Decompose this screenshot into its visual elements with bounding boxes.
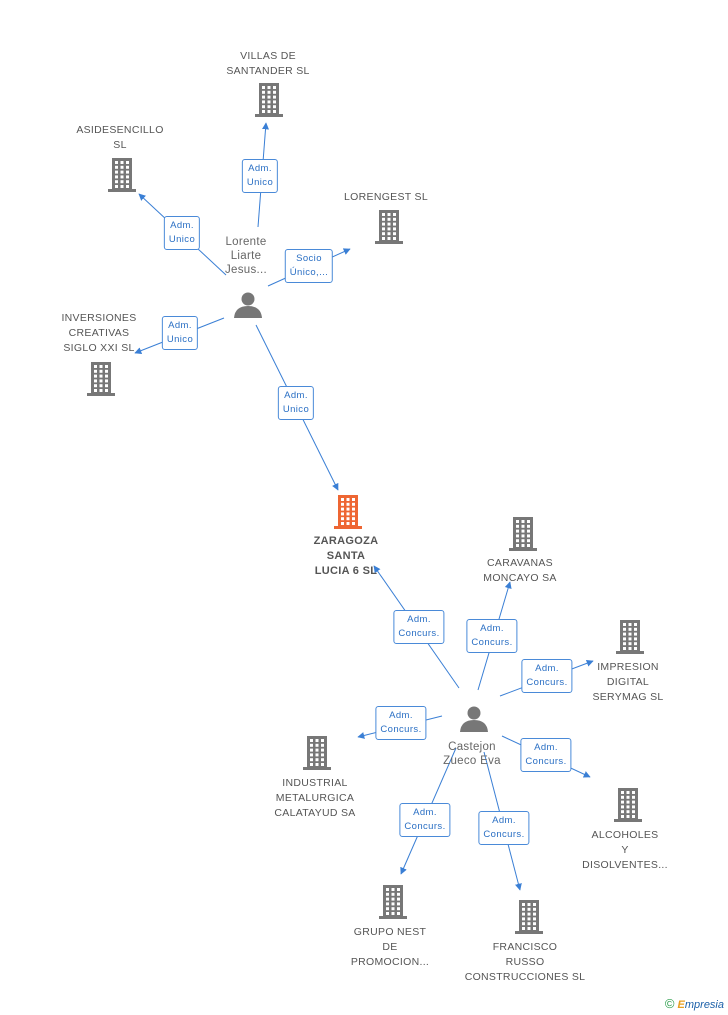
node-label-zaragoza[interactable]: ZARAGOZA SANTA LUCIA 6 SL [313,535,379,577]
edge-label-castejon-grupo[interactable]: Adm. Concurs. [399,803,451,837]
edge-label-castejon-impresion[interactable]: Adm. Concurs. [521,659,573,693]
edge-label-lorente-zaragoza[interactable]: Adm. Unico [277,386,315,420]
building-icon[interactable] [334,495,362,529]
edge-label-castejon-industrial[interactable]: Adm. Concurs. [375,706,427,740]
node-label-industrial[interactable]: INDUSTRIAL METALURGICA CALATAYUD SA [274,777,356,819]
brand-logo-text: mpresia [684,999,724,1011]
building-icon[interactable] [303,736,331,770]
edge-label-castejon-zaragoza[interactable]: Adm. Concurs. [393,610,445,644]
node-label-castejon[interactable]: Castejon Zueco Eva [443,741,501,767]
node-label-francisco[interactable]: FRANCISCO RUSSO CONSTRUCCIONES SL [464,941,586,983]
person-icon[interactable] [460,706,488,733]
brand-footer: © Empresia [665,996,724,1011]
building-icon[interactable] [375,210,403,244]
edge-label-castejon-alcoholes[interactable]: Adm. Concurs. [520,738,572,772]
edge-label-castejon-francisco[interactable]: Adm. Concurs. [478,811,530,845]
building-icon[interactable] [255,83,283,117]
building-icon[interactable] [515,900,543,934]
copyright-icon: © [664,996,675,1011]
edge-label-castejon-caravanas[interactable]: Adm. Concurs. [466,619,518,653]
building-icon[interactable] [614,788,642,822]
person-icon[interactable] [234,292,262,319]
building-icon[interactable] [108,158,136,192]
building-icon[interactable] [379,885,407,919]
node-label-lorengest[interactable]: LORENGEST SL [344,191,428,203]
node-label-alcoholes[interactable]: ALCOHOLES Y DISOLVENTES... [582,829,668,871]
edge-label-lorente-villas[interactable]: Adm. Unico [241,159,279,193]
edge-label-lorente-lorengest[interactable]: Socio Único,... [284,249,334,283]
edge-label-lorente-inversiones[interactable]: Adm. Unico [161,316,199,350]
node-label-villas[interactable]: VILLAS DE SANTANDER SL [226,50,310,77]
building-icon[interactable] [616,620,644,654]
node-label-inversiones[interactable]: INVERSIONES CREATIVAS SIGLO XXI SL [61,312,137,354]
node-label-lorente[interactable]: Lorente Liarte Jesus... [224,236,268,276]
building-icon[interactable] [87,362,115,396]
node-label-asidesencillo[interactable]: ASIDESENCILLO SL [76,124,164,151]
node-label-impresion[interactable]: IMPRESION DIGITAL SERYMAG SL [592,661,664,703]
node-label-caravanas[interactable]: CARAVANAS MONCAYO SA [483,557,557,584]
edge-label-lorente-asidesencillo[interactable]: Adm. Unico [163,216,201,250]
brand-logo-initial: E [677,999,685,1011]
node-label-grupo[interactable]: GRUPO NEST DE PROMOCION... [350,926,430,968]
building-icon[interactable] [509,517,537,551]
